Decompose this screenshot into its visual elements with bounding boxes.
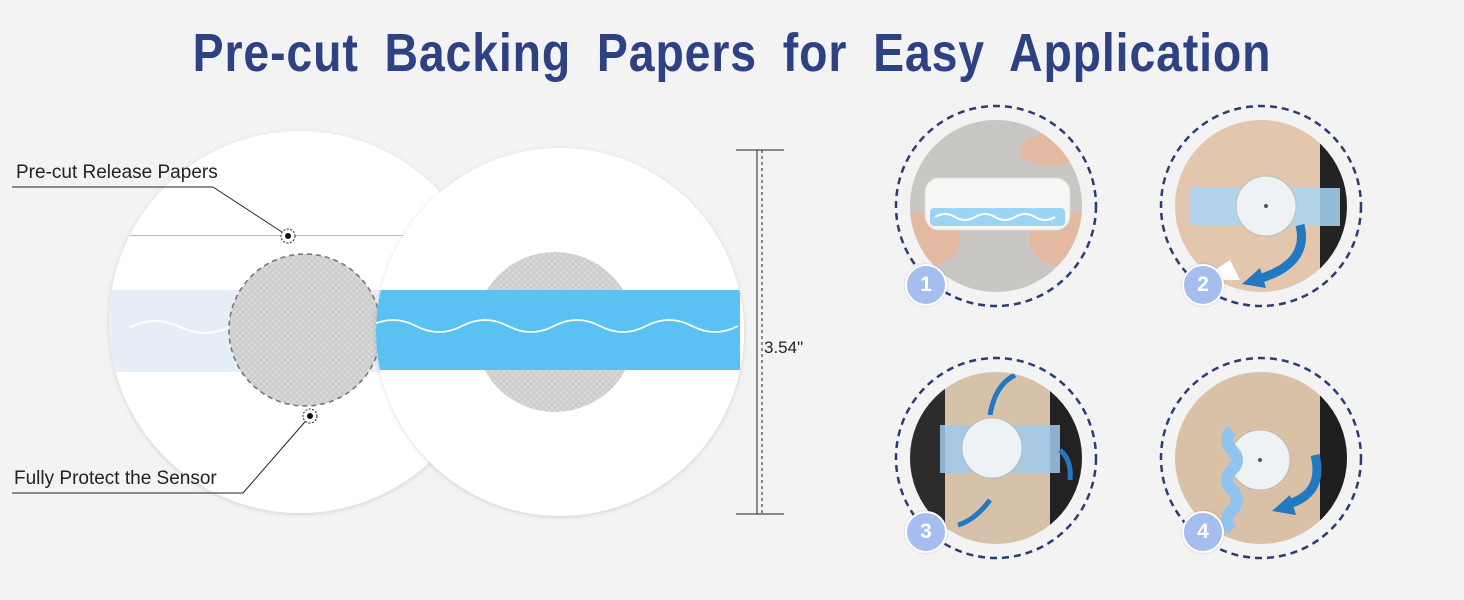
step-badge-2: 2: [1182, 264, 1224, 306]
callout-protect-sensor: [12, 408, 318, 494]
back-patch: [109, 131, 491, 513]
curved-arrow-icon: [1253, 223, 1306, 285]
step-badge-1: 1: [905, 264, 947, 306]
dimension-label: 3.54": [764, 338, 804, 357]
dimension-line: [736, 149, 784, 515]
step-badge-3: 3: [905, 511, 947, 553]
label-protect-sensor: Fully Protect the Sensor: [14, 468, 217, 489]
step-badge-4: 4: [1182, 511, 1224, 553]
step-2-photo: [1159, 104, 1363, 308]
callout-release-papers: [12, 186, 296, 244]
front-patch: [376, 148, 744, 516]
label-release-papers: Pre-cut Release Papers: [16, 162, 218, 183]
page-title: Pre-cut Backing Papers for Easy Applicat…: [192, 23, 1272, 83]
